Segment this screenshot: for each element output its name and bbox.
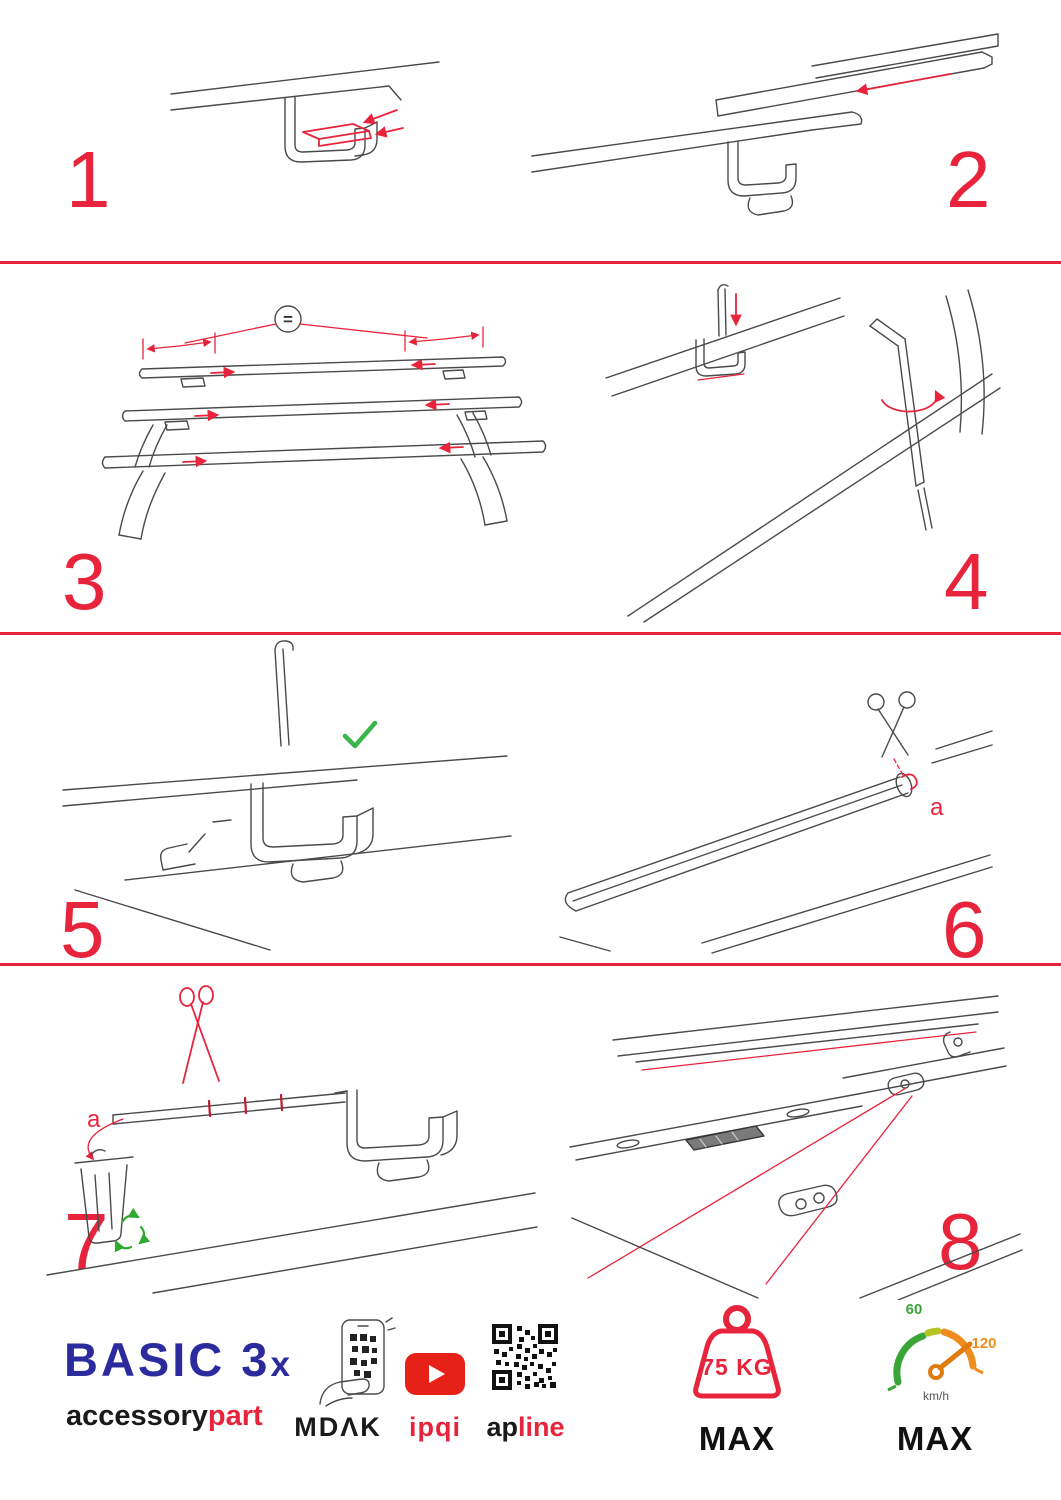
section-divider	[0, 632, 1061, 635]
step-5-illustration	[62, 640, 512, 951]
step-8-illustration	[569, 995, 1023, 1300]
allen-key-icon	[869, 318, 933, 531]
equals-label: =	[283, 310, 293, 329]
step-1-number: 1	[66, 135, 111, 224]
speedometer-icon: 60 120 km/h	[887, 1301, 996, 1403]
part-a-label: a	[930, 794, 944, 821]
part-a-label: a	[87, 1106, 101, 1133]
trash-icon	[74, 1148, 134, 1244]
recycle-icon	[114, 1207, 151, 1253]
step-3-illustration: =	[101, 305, 547, 540]
product-name-suffix: x	[270, 1345, 290, 1384]
qr-code-icon	[492, 1324, 558, 1390]
max-weight-icon: 75 KG	[693, 1305, 781, 1399]
step-6-number: 6	[942, 885, 987, 974]
step-6-illustration: a	[559, 691, 993, 954]
speed-high-label: 120	[971, 1335, 996, 1352]
video-channel-label: ipqi	[409, 1412, 461, 1442]
qr-label-red: line	[518, 1412, 565, 1442]
step-4-number: 4	[944, 537, 989, 626]
step-4-illustration	[605, 283, 1001, 623]
qr-label-black: ap	[486, 1412, 518, 1442]
youtube-icon	[405, 1353, 465, 1395]
section-divider	[0, 963, 1061, 966]
app-label: MDΛK	[294, 1412, 382, 1442]
step-1-illustration	[170, 61, 440, 163]
brand-wordmark: accessorypart	[66, 1400, 263, 1433]
max-speed-label: MAX	[896, 1420, 974, 1457]
qr-label: apline	[478, 1412, 573, 1443]
scissors-icon	[867, 691, 916, 758]
section-divider	[0, 261, 1061, 264]
step-2-illustration	[531, 33, 999, 216]
checkmark-icon	[342, 720, 378, 749]
brand-red: part	[207, 1400, 263, 1432]
product-name: BASIC 3x	[64, 1332, 290, 1387]
equal-spacing-badge: =	[274, 305, 302, 333]
brand-black: accessory	[66, 1400, 208, 1432]
phone-qr-scan-icon	[319, 1317, 396, 1407]
product-name-main: BASIC 3	[64, 1333, 271, 1386]
speed-unit-label: km/h	[923, 1389, 949, 1403]
max-weight-label: MAX	[698, 1420, 776, 1457]
max-weight-value: 75 KG	[701, 1354, 772, 1380]
step-7-illustration: a	[46, 985, 538, 1294]
speed-low-label: 60	[906, 1301, 923, 1318]
step-2-number: 2	[946, 135, 991, 224]
step-3-number: 3	[62, 537, 107, 626]
step-5-number: 5	[60, 885, 105, 974]
scissors-icon	[179, 985, 220, 1084]
